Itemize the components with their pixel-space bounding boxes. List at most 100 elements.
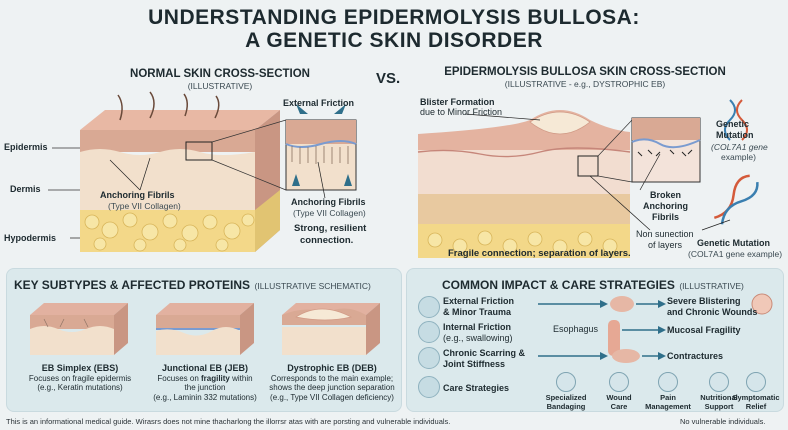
subtype-deb-line1: Corresponds to the main example; bbox=[270, 373, 394, 383]
anchoring-fibrils-inset-label: Anchoring Fibrils bbox=[291, 197, 366, 207]
subtype-illustrations bbox=[30, 303, 380, 355]
subtype-deb-line3: (e.g., Type VII Collagen deficiency) bbox=[270, 392, 394, 402]
genetic-mutation-label: Genetic bbox=[716, 119, 750, 129]
subtype-jeb-line1: Focuses on fragility within bbox=[145, 374, 265, 384]
layer-label-hypodermis: Hypodermis bbox=[4, 233, 57, 243]
eb-subheading: (ILLUSTRATIVE - e.g., DYSTROPHIC EB) bbox=[504, 79, 666, 89]
blister-label: Blister Formation bbox=[420, 97, 495, 107]
subtypes-heading-text: KEY SUBTYPES & AFFECTED PROTEINS bbox=[14, 278, 251, 292]
normal-skin-illustration bbox=[48, 91, 357, 252]
impact-row2-line2: (e.g., swallowing) bbox=[443, 333, 513, 343]
impact-arrows bbox=[538, 293, 773, 363]
friction-icon bbox=[418, 296, 440, 318]
impact-heading: COMMON IMPACT & CARE STRATEGIES (ILLUSTR… bbox=[442, 276, 744, 294]
result-chronic-wounds: and Chronic Wounds bbox=[667, 307, 758, 317]
impact-row1-line1: External Friction bbox=[443, 296, 515, 306]
impact-heading-text: COMMON IMPACT & CARE STRATEGIES bbox=[442, 278, 675, 292]
care-bandaging-line1: Specialized bbox=[545, 393, 587, 402]
care-symptomatic: Symptomatic Relief bbox=[730, 372, 782, 411]
inset-fibrils bbox=[291, 146, 349, 164]
subtype-jeb-line2: the junction bbox=[184, 383, 226, 392]
subtype-ebs-line2: (e.g., Keratin mutations) bbox=[37, 383, 123, 392]
footer-right: No vulnerable individuals. bbox=[680, 417, 766, 426]
vs-label: VS. bbox=[376, 70, 401, 87]
care-icon bbox=[418, 376, 440, 398]
fat-cells bbox=[84, 212, 255, 252]
care-wound-line1: Wound bbox=[606, 393, 632, 402]
care-pain-line2: Management bbox=[645, 401, 691, 411]
care-nutrition-line1: Nutritional bbox=[700, 393, 738, 402]
anchoring-fibrils-inset-sub: (Type VII Collagen) bbox=[293, 208, 366, 218]
result-mucosal-fragility: Mucosal Fragility bbox=[667, 325, 741, 335]
ebs-illustration bbox=[30, 303, 128, 355]
care-bandaging: Specialized Bandaging bbox=[536, 372, 596, 411]
impact-row3-line2: Joint Stiffness bbox=[443, 359, 506, 369]
hairs bbox=[117, 91, 220, 121]
normal-heading: NORMAL SKIN CROSS-SECTION bbox=[130, 68, 310, 80]
care-symptomatic-line2: Relief bbox=[745, 401, 767, 411]
eb-heading: EPIDERMOLYSIS BULLOSA SKIN CROSS-SECTION bbox=[444, 66, 726, 78]
wound-care-icon bbox=[609, 372, 629, 392]
subtype-jeb-line3: (e.g., Laminin 332 mutations) bbox=[153, 392, 257, 402]
subtype-jeb-line1a: Focuses on bbox=[157, 373, 201, 383]
anchoring-fibrils-sub: (Type VII Collagen) bbox=[108, 201, 181, 211]
deb-illustration bbox=[282, 303, 380, 355]
layer-label-dermis: Dermis bbox=[10, 184, 41, 194]
genetic-mutation-label-2: Mutation bbox=[716, 130, 754, 140]
eb-skin-illustration bbox=[417, 99, 759, 258]
title-line-1: UNDERSTANDING EPIDERMOLYSIS BULLOSA: bbox=[148, 6, 640, 29]
esophagus-label: Esophagus bbox=[553, 324, 599, 334]
anchoring-fibrils-label: Anchoring Fibrils bbox=[100, 190, 175, 200]
care-pain-line1: Pain bbox=[660, 393, 676, 402]
arm-icon bbox=[610, 296, 634, 312]
blister bbox=[529, 111, 591, 135]
skin-top-surface bbox=[80, 110, 280, 130]
subtype-jeb-name: Junctional EB (JEB) bbox=[161, 363, 248, 373]
normal-subheading: (ILLUSTRATIVE) bbox=[187, 81, 253, 91]
esophagus-icon bbox=[608, 320, 620, 356]
dermis-layer bbox=[80, 149, 255, 210]
jeb-illustration bbox=[156, 303, 254, 355]
non-sunection-line1: Non sunection bbox=[636, 229, 694, 239]
eb-dermis bbox=[418, 150, 630, 194]
stomach-icon bbox=[418, 321, 440, 343]
impact-heading-sub: (ILLUSTRATIVE) bbox=[679, 281, 744, 291]
contracture-arm-icon bbox=[612, 349, 640, 363]
subtype-deb: Dystrophic EB (DEB) Corresponds to the m… bbox=[262, 363, 402, 402]
subtype-jeb-line1b: fragility bbox=[200, 373, 230, 383]
zoom-region bbox=[185, 141, 213, 161]
dna-icon-top bbox=[724, 99, 748, 141]
care-nutrition-line2: Support bbox=[704, 401, 734, 411]
genetic-mutation-sub-1: (COL7A1 gene bbox=[711, 142, 768, 152]
subtype-jeb: Junctional EB (JEB) Focuses on fragility… bbox=[145, 363, 265, 402]
broken-fibrils-line2: Anchoring bbox=[643, 201, 688, 211]
wound-icon bbox=[751, 293, 773, 315]
care-nutrition: Nutritional Support bbox=[692, 372, 746, 411]
title-line-2: A GENETIC SKIN DISORDER bbox=[245, 29, 543, 52]
result-contractures: Contractures bbox=[667, 351, 724, 361]
care-wound: Wound Care bbox=[596, 372, 642, 411]
care-wound-line2: Care bbox=[610, 401, 628, 411]
strong-connection-line1: Strong, resilient bbox=[294, 223, 367, 234]
broken-fibrils-line1: Broken bbox=[650, 190, 682, 200]
subtypes-heading: KEY SUBTYPES & AFFECTED PROTEINS (ILLUST… bbox=[14, 276, 371, 294]
fragile-connection-label: Fragile connection; separation of layers… bbox=[448, 248, 631, 259]
external-friction-label: External Friction bbox=[283, 98, 355, 108]
genetic-mutation-2-label: Genetic Mutation bbox=[697, 238, 771, 248]
nutrition-icon bbox=[709, 372, 729, 392]
hand-icon bbox=[418, 347, 440, 369]
subtype-deb-line2: shows the deep junction separation bbox=[269, 383, 395, 392]
subtype-deb-name: Dystrophic EB (DEB) bbox=[287, 363, 377, 373]
broken-fibrils bbox=[637, 149, 693, 157]
strong-connection-line2: connection. bbox=[300, 235, 354, 246]
bandage-icon bbox=[556, 372, 576, 392]
care-symptomatic-line1: Symptomatic bbox=[732, 393, 780, 402]
impact-row1-line2: & Minor Trauma bbox=[443, 307, 512, 317]
result-severe-blistering: Severe Blistering bbox=[667, 296, 741, 306]
layer-label-epidermis: Epidermis bbox=[4, 142, 48, 152]
non-sunection-line2: of layers bbox=[648, 240, 683, 250]
eb-zoom-region bbox=[577, 155, 599, 177]
friction-arrow-left bbox=[296, 104, 308, 114]
subtype-ebs: EB Simplex (EBS) Focuses on fragile epid… bbox=[20, 363, 140, 393]
dna-icon-bottom bbox=[713, 174, 759, 225]
